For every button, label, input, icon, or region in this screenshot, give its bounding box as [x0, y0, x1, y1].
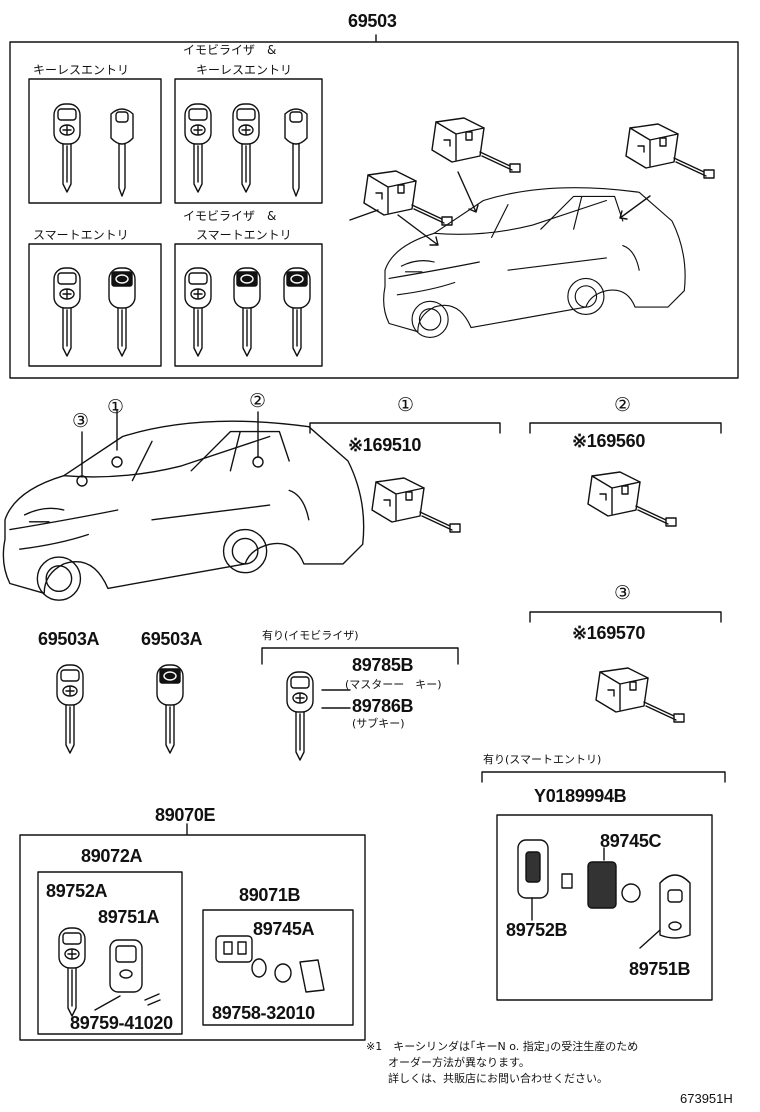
- location-marker-2: ②: [249, 390, 267, 412]
- part-number-key-set[interactable]: 69503: [348, 11, 397, 31]
- cylinder-group-1-marker: ①: [397, 394, 415, 416]
- part-number-battery[interactable]: 89758-32010: [212, 1003, 315, 1023]
- label-keyless-entry: キーレスエントリ: [33, 63, 130, 77]
- header-smart-entry: 有り(スマートエントリ): [483, 753, 602, 766]
- cylinder-group-2-marker: ②: [614, 394, 632, 416]
- part-number-transmitter-set[interactable]: 89070E: [155, 805, 216, 825]
- part-number-cylinder-3[interactable]: ※169570: [572, 623, 646, 643]
- label-immobilizer-smart-line2: スマートエントリ: [196, 228, 292, 242]
- footnote-line-2: オーダー方法が異なります。: [388, 1056, 530, 1069]
- part-number-transmitter-module[interactable]: 89745A: [253, 919, 315, 939]
- label-master-key: (マスターー キー): [345, 678, 442, 691]
- part-number-cylinder-1[interactable]: ※169510: [348, 435, 422, 455]
- label-immobilizer-keyless-line2: キーレスエントリ: [196, 63, 293, 77]
- part-number-transmitter-cover[interactable]: 89751A: [98, 907, 160, 927]
- part-number-transmitter-key[interactable]: 89752A: [46, 881, 108, 901]
- footnote-line-1: ※1 キーシリンダは｢キーN o. 指定｣の受注生産のため: [366, 1040, 639, 1053]
- label-immobilizer-keyless-line1: イモビライザ &: [183, 43, 277, 57]
- location-marker-1: ①: [107, 396, 125, 418]
- part-number-smart-set[interactable]: Y0189994B: [534, 786, 627, 806]
- part-number-key-a1[interactable]: 69503A: [38, 629, 100, 649]
- label-smart-entry: スマートエントリ: [33, 228, 129, 242]
- part-number-smart-key[interactable]: 89752B: [506, 920, 568, 940]
- part-number-smart-cover[interactable]: 89751B: [629, 959, 691, 979]
- part-number-key-a2[interactable]: 69503A: [141, 629, 203, 649]
- part-number-transmitter-pack[interactable]: 89071B: [239, 885, 301, 905]
- cylinder-group-3-marker: ③: [614, 582, 632, 604]
- label-immobilizer-smart-line1: イモビライザ &: [183, 209, 277, 223]
- part-number-sub-key[interactable]: 89786B: [352, 696, 414, 716]
- part-number-cylinder-2[interactable]: ※169560: [572, 431, 646, 451]
- part-number-screw[interactable]: 89759-41020: [70, 1013, 173, 1033]
- part-number-master-key[interactable]: 89785B: [352, 655, 414, 675]
- part-number-transmitter-sub-set[interactable]: 89072A: [81, 846, 143, 866]
- figure-code: 673951H: [680, 1091, 733, 1106]
- location-marker-3: ③: [72, 410, 90, 432]
- footnote-line-3: 詳しくは、共販店にお問い合わせください。: [388, 1072, 608, 1085]
- header-immobilizer: 有り(イモビライザ): [262, 629, 359, 642]
- label-sub-key: (サブキー): [352, 717, 405, 730]
- part-number-smart-module[interactable]: 89745C: [600, 831, 662, 851]
